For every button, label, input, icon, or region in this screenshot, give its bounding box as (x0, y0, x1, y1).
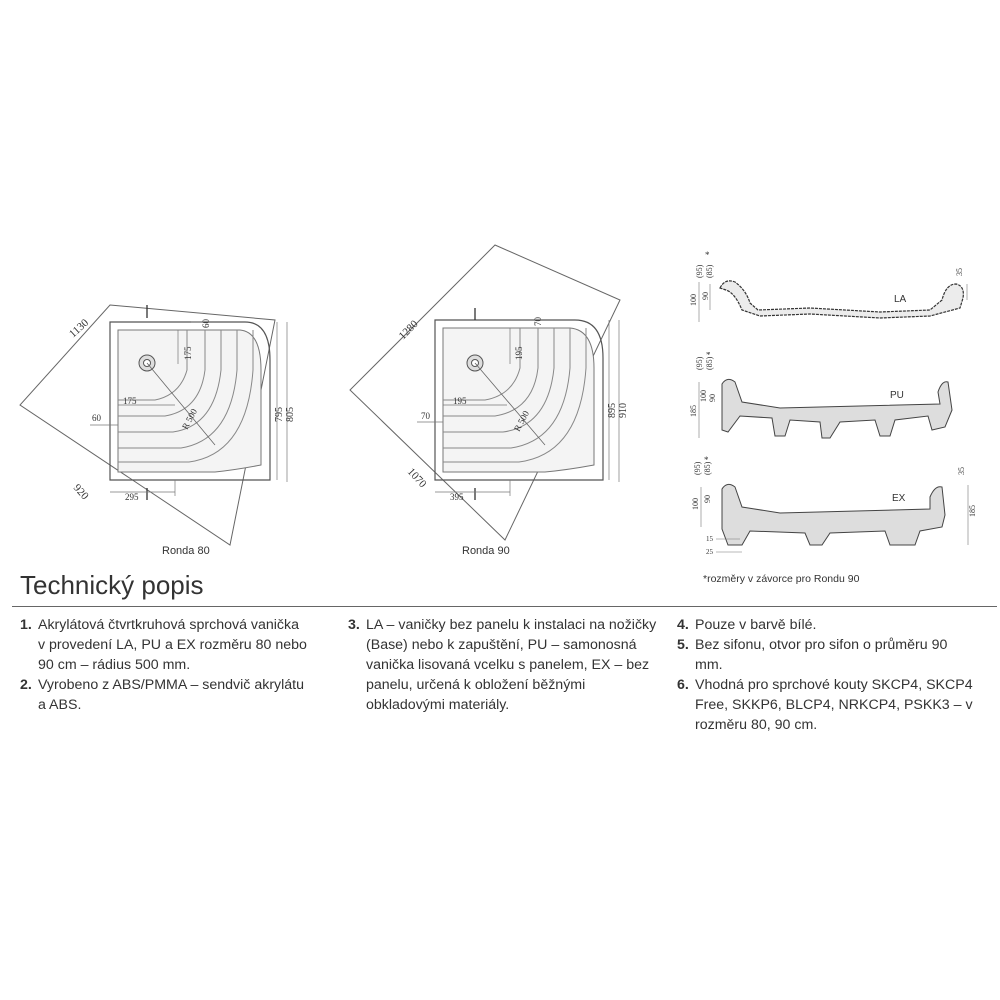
dim-175-horizontal: 175 (123, 396, 137, 406)
dim-1070: 1070 (405, 466, 429, 491)
description-column-2: 3.LA – vaničky bez panelu k instalaci na… (348, 615, 666, 715)
profile-pu-drawing: (95) (85) * 185 100 90 PU (689, 352, 953, 439)
dim-70-top: 70 (533, 317, 543, 327)
dim-920: 920 (71, 482, 91, 503)
profile-la-drawing: (95) (85) * 100 90 LA 35 (689, 250, 968, 322)
svg-text:35: 35 (955, 268, 964, 276)
description-column-3: 4.Pouze v barvě bílé. 5.Bez sifonu, otvo… (677, 615, 977, 735)
description-column-1: 1.Akrylátová čtvrtkruhová sprchová vanič… (20, 615, 310, 715)
list-item: 2.Vyrobeno z ABS/PMMA – sendvič akrylátu… (20, 677, 305, 713)
ronda-90-caption: Ronda 90 (462, 545, 510, 557)
svg-text:100: 100 (699, 390, 708, 402)
svg-text:(85): (85) (705, 264, 714, 278)
section-title: Technický popis (20, 570, 204, 600)
svg-text:*: * (704, 455, 709, 465)
ronda-80-plan-drawing: 1130 920 805 795 60 175 175 60 R 500 295 (19, 304, 296, 546)
list-item: 4.Pouze v barvě bílé. (677, 617, 817, 633)
profile-ex-drawing: (95) (85) * 100 90 EX 35 185 15 25 (691, 455, 977, 556)
list-item: 3.LA – vaničky bez panelu k instalaci na… (348, 617, 657, 713)
svg-text:100: 100 (689, 294, 698, 306)
dim-395: 395 (450, 492, 464, 502)
profile-pu-label: PU (890, 390, 904, 401)
ronda-90-plan-drawing: 1280 1070 910 895 70 195 195 70 R 500 39… (349, 244, 629, 541)
svg-text:(95): (95) (695, 264, 704, 278)
profile-ex-label: EX (892, 493, 906, 504)
dim-70-left: 70 (421, 411, 431, 421)
dim-175-vertical: 175 (183, 346, 193, 360)
dim-1130: 1130 (67, 317, 91, 341)
dim-195-vertical: 195 (514, 346, 524, 360)
dim-295: 295 (125, 492, 139, 502)
svg-text:185: 185 (689, 405, 698, 417)
profiles-footnote: *rozměry v závorce pro Rondu 90 (703, 573, 860, 585)
svg-text:(85): (85) (703, 461, 712, 475)
svg-text:35: 35 (957, 467, 966, 475)
svg-text:90: 90 (708, 394, 717, 402)
dim-60-left: 60 (92, 413, 102, 423)
svg-text:90: 90 (703, 495, 712, 503)
svg-text:100: 100 (691, 498, 700, 510)
title-divider (12, 606, 997, 607)
svg-text:15: 15 (706, 535, 714, 543)
svg-text:90: 90 (701, 292, 710, 300)
svg-text:*: * (706, 352, 711, 360)
svg-text:*: * (705, 250, 710, 260)
svg-text:(95): (95) (693, 461, 702, 475)
svg-text:25: 25 (706, 548, 714, 556)
dim-795: 795 (274, 407, 285, 422)
list-item: 5.Bez sifonu, otvor pro sifon o průměru … (677, 637, 948, 673)
svg-text:(85): (85) (705, 356, 714, 370)
list-item: 6.Vhodná pro sprchové kouty SKCP4, SKCP4… (677, 677, 973, 733)
ronda-80-caption: Ronda 80 (162, 545, 210, 557)
list-item: 1.Akrylátová čtvrtkruhová sprchová vanič… (20, 617, 307, 673)
dim-195-horizontal: 195 (453, 396, 467, 406)
dim-1280: 1280 (397, 318, 421, 342)
profile-la-label: LA (894, 294, 907, 305)
dim-895: 895 (607, 403, 618, 418)
dim-60-top: 60 (201, 319, 211, 329)
dim-805: 805 (285, 407, 296, 422)
svg-text:(95): (95) (695, 356, 704, 370)
dim-910: 910 (618, 403, 629, 418)
svg-text:185: 185 (968, 505, 977, 517)
